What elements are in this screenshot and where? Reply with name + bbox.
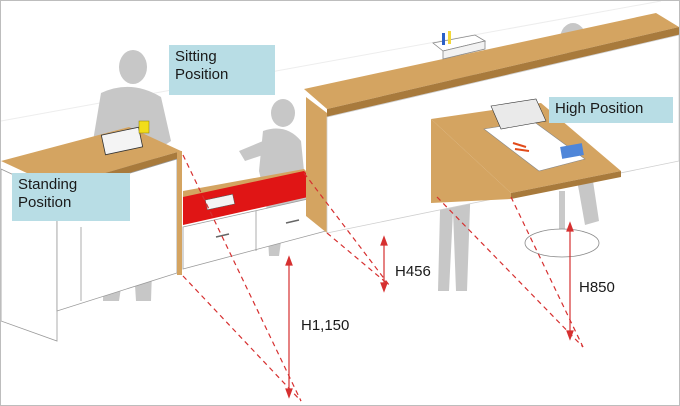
high-height-label: H850 [579, 279, 615, 296]
standing-cabinet-end [177, 151, 182, 275]
sitting-position-label: Sitting Position [169, 45, 275, 95]
high-counter-end-panel [306, 97, 327, 233]
standing-height-label: H1,150 [301, 317, 349, 334]
standing-position-label: Standing Position [12, 173, 130, 221]
high-position-label: High Position [549, 97, 673, 123]
mug [139, 121, 149, 133]
sitting-height-label: H456 [395, 263, 431, 280]
table-base [525, 229, 599, 257]
